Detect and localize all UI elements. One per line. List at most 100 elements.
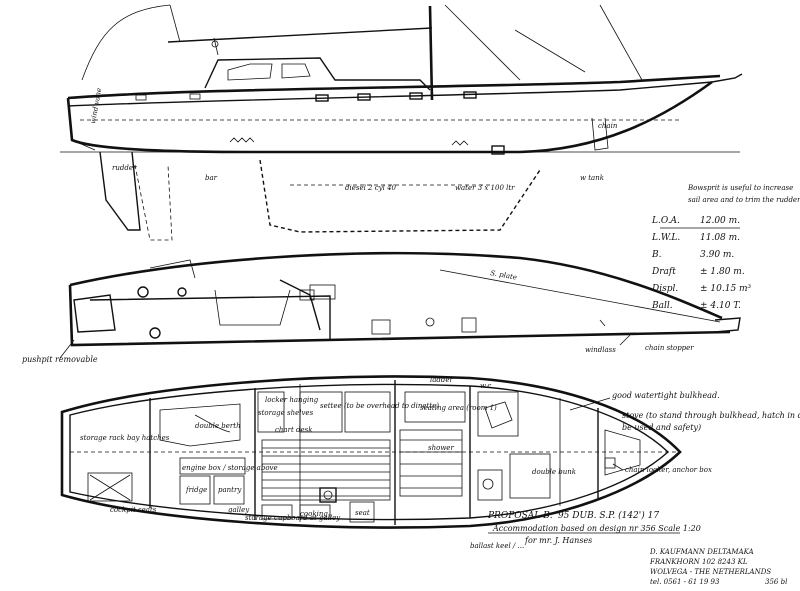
bowsprit <box>711 73 743 83</box>
cockpit-well <box>214 289 291 326</box>
note-leader <box>612 463 624 471</box>
ladder-label: ladder <box>430 376 454 384</box>
burner-icon <box>323 490 333 500</box>
porthole <box>135 94 147 101</box>
bowsprit-note-line2: sail area and to trim the rudder. <box>688 196 800 204</box>
seat-label: seat <box>355 509 370 517</box>
spec-row-draft: Draft ± 1.80 m. <box>651 267 745 277</box>
wc-label: w.c. <box>480 382 494 390</box>
deck-baseline <box>68 284 731 347</box>
storage-shelves-label: storage shelves <box>258 409 314 417</box>
deck-sheer-curve <box>69 251 723 320</box>
spec-value: ± 10.15 m³ <box>700 284 752 294</box>
double-berth-label: double berth <box>195 422 241 430</box>
porthole <box>315 94 329 102</box>
spec-value: 12.00 m. <box>700 216 740 226</box>
title-block: PROPOSAL B. '95 DUB. S.P. (142') 17 Acco… <box>487 510 787 586</box>
windlass-leader <box>619 334 631 346</box>
headsail-leech <box>514 29 586 73</box>
deck-fitting <box>425 317 435 327</box>
settee-block <box>344 391 391 433</box>
specifications-table: L.O.A. 12.00 m. L.W.L. 11.08 m. B. 3.90 … <box>651 216 752 311</box>
settee-block <box>299 391 343 433</box>
locker <box>257 391 285 433</box>
dinette-table <box>404 391 466 423</box>
spec-label: L.W.L. <box>651 233 680 243</box>
topping-lift <box>169 4 181 43</box>
designer-name: D. KAUFMANN DELTAMAKA <box>649 548 754 556</box>
project-title: PROPOSAL B. '95 DUB. S.P. (142') 17 <box>487 510 659 521</box>
deckhouse-window-2 <box>281 63 311 79</box>
spec-value: ± 4.10 T. <box>700 301 741 311</box>
settee-label: settee (to be overhead to dinette) <box>320 402 439 410</box>
transom-step <box>71 139 96 151</box>
bulkheads <box>149 380 599 525</box>
cooking-label: cooking <box>300 510 328 518</box>
porthole <box>409 92 423 100</box>
washbasin-icon <box>482 478 494 490</box>
spring-fitting <box>451 140 469 146</box>
wind-vane-label: wind vane <box>89 87 103 124</box>
spec-label: Displ. <box>651 284 678 294</box>
galley-label: galley <box>228 506 250 514</box>
side-deck-tick <box>599 319 606 327</box>
seating-label: seating area (room 1) <box>420 404 497 412</box>
deckhouse-outline <box>204 57 431 91</box>
fridge-box <box>179 475 211 505</box>
chain-locker-note: chain locker, anchor box <box>625 466 712 474</box>
saloon-floor-planking <box>261 439 391 501</box>
pantry-box <box>213 475 245 505</box>
sheer-line <box>67 74 721 100</box>
bow-tank <box>591 117 609 151</box>
wc-compartment <box>477 391 519 437</box>
bar-label: bar <box>205 174 218 182</box>
pushpit-label: pushpit removable <box>22 355 98 364</box>
winch-icon <box>177 287 187 297</box>
porthole <box>463 91 477 99</box>
dorade-box <box>309 284 336 300</box>
forestay <box>444 4 521 81</box>
seat-box <box>349 501 375 523</box>
engine-box-label: engine box / storage above <box>182 464 278 472</box>
spec-value: 3.90 m. <box>700 250 734 260</box>
storage-label: storage rack bay hatches <box>80 434 170 442</box>
chain-locker-box <box>604 457 616 469</box>
locker-label: locker hanging <box>265 396 319 404</box>
rudder-alt <box>134 164 173 241</box>
accommodation-note: Accommodation based on design nr 356 Sca… <box>492 524 701 533</box>
pantry-label: pantry <box>218 486 242 494</box>
client-name: for mr. J. Hanses <box>524 536 592 545</box>
sole-outline <box>261 439 391 501</box>
porthole <box>357 93 371 101</box>
sheet-number: 356 bl <box>765 578 787 586</box>
spec-value: ± 1.80 m. <box>700 267 745 277</box>
deck-hatch <box>461 317 477 333</box>
keel-outline <box>259 159 541 233</box>
double-berth <box>159 403 241 447</box>
spring-fitting <box>229 137 255 143</box>
portholes <box>135 91 477 102</box>
designer-address: FRANKHORN 102 8243 KL <box>649 558 748 566</box>
spec-row-loa: L.O.A. 12.00 m. <box>651 216 740 226</box>
stove-icon <box>319 487 337 503</box>
ballast-note: ballast keel / ... <box>470 542 524 550</box>
accommodation-plan: storage rack bay hatches double berth lo… <box>60 375 800 550</box>
spec-label: Ball. <box>651 301 673 311</box>
main-boom <box>167 27 433 43</box>
designer-city: WOLVEGA - THE NETHERLANDS <box>650 568 771 576</box>
cockpit-seats-label: cockpit seats <box>110 506 157 514</box>
chart-desk-label: chart desk <box>275 426 312 434</box>
diesel-label: diesel 2 cyl 40 <box>345 184 397 192</box>
pushpit-leader <box>59 339 75 359</box>
water-tank-label: water 3 x 100 ltr <box>455 184 515 192</box>
chain-label: chain <box>598 122 618 130</box>
galley-locker <box>261 504 293 520</box>
spec-label: Draft <box>651 267 676 277</box>
toilet-icon <box>484 401 513 429</box>
engine-box <box>179 457 246 475</box>
stove-note-line2: be used and safety) <box>622 423 701 432</box>
jib-stay <box>599 4 643 81</box>
spec-label: L.O.A. <box>651 216 680 226</box>
w-tank-label: w tank <box>580 174 604 182</box>
